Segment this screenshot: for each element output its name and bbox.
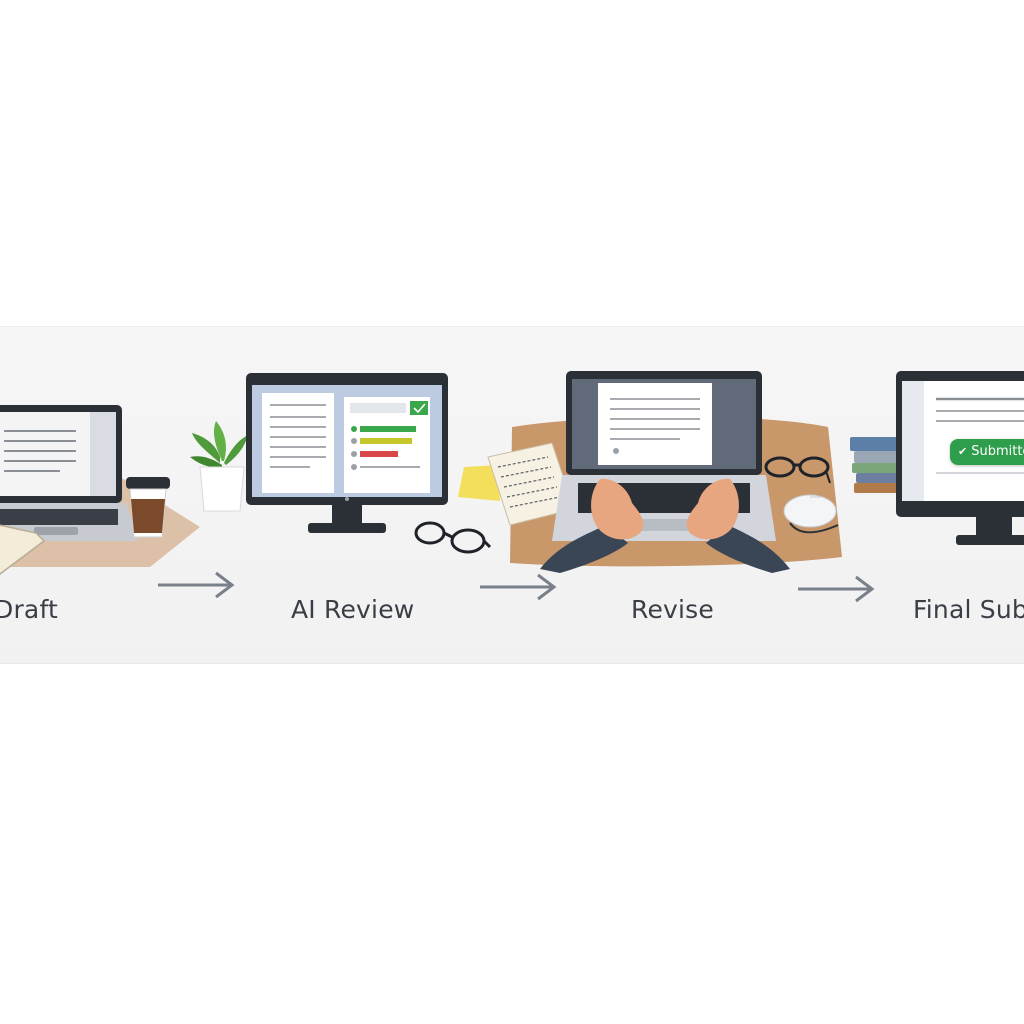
- step-label-ai-review: AI Review: [291, 595, 415, 624]
- laptop-icon: [552, 371, 776, 541]
- monitor-icon: [246, 373, 448, 533]
- ai-review-scene: [190, 373, 492, 554]
- revise-scene: [458, 371, 842, 573]
- step-label-draft: Draft: [0, 595, 59, 624]
- notebook-icon: [0, 524, 46, 575]
- plant-icon: [190, 421, 248, 512]
- sticky-note-icon: [458, 465, 500, 501]
- workflow-stage: ✔Submitted Draft AI Review Revise Final …: [0, 327, 1024, 663]
- coffee-cup-icon: [126, 477, 170, 538]
- arrow-right-icon-2: [480, 573, 557, 601]
- mouse-icon: [783, 494, 839, 534]
- checkmark-icon: ✔: [958, 445, 968, 458]
- laptop-icon: [0, 405, 138, 541]
- arrow-right-icon-3: [798, 575, 875, 603]
- book-stack-icon: [850, 437, 898, 493]
- glasses-icon: [414, 521, 492, 554]
- workflow-band: ✔Submitted Draft AI Review Revise Final …: [0, 326, 1024, 664]
- arrow-right-icon-1: [158, 571, 235, 599]
- glasses-icon: [764, 456, 831, 484]
- submitted-text: Submitted: [971, 444, 1024, 459]
- submitted-badge: ✔Submitted: [950, 439, 1024, 465]
- draft-scene: [0, 405, 200, 575]
- step-label-final-submission: Final Submission: [913, 595, 1024, 624]
- step-label-revise: Revise: [631, 595, 714, 624]
- typing-hands-icon: [540, 478, 790, 573]
- handwritten-notes-icon: [487, 442, 575, 526]
- workflow-illustration: [0, 371, 1024, 603]
